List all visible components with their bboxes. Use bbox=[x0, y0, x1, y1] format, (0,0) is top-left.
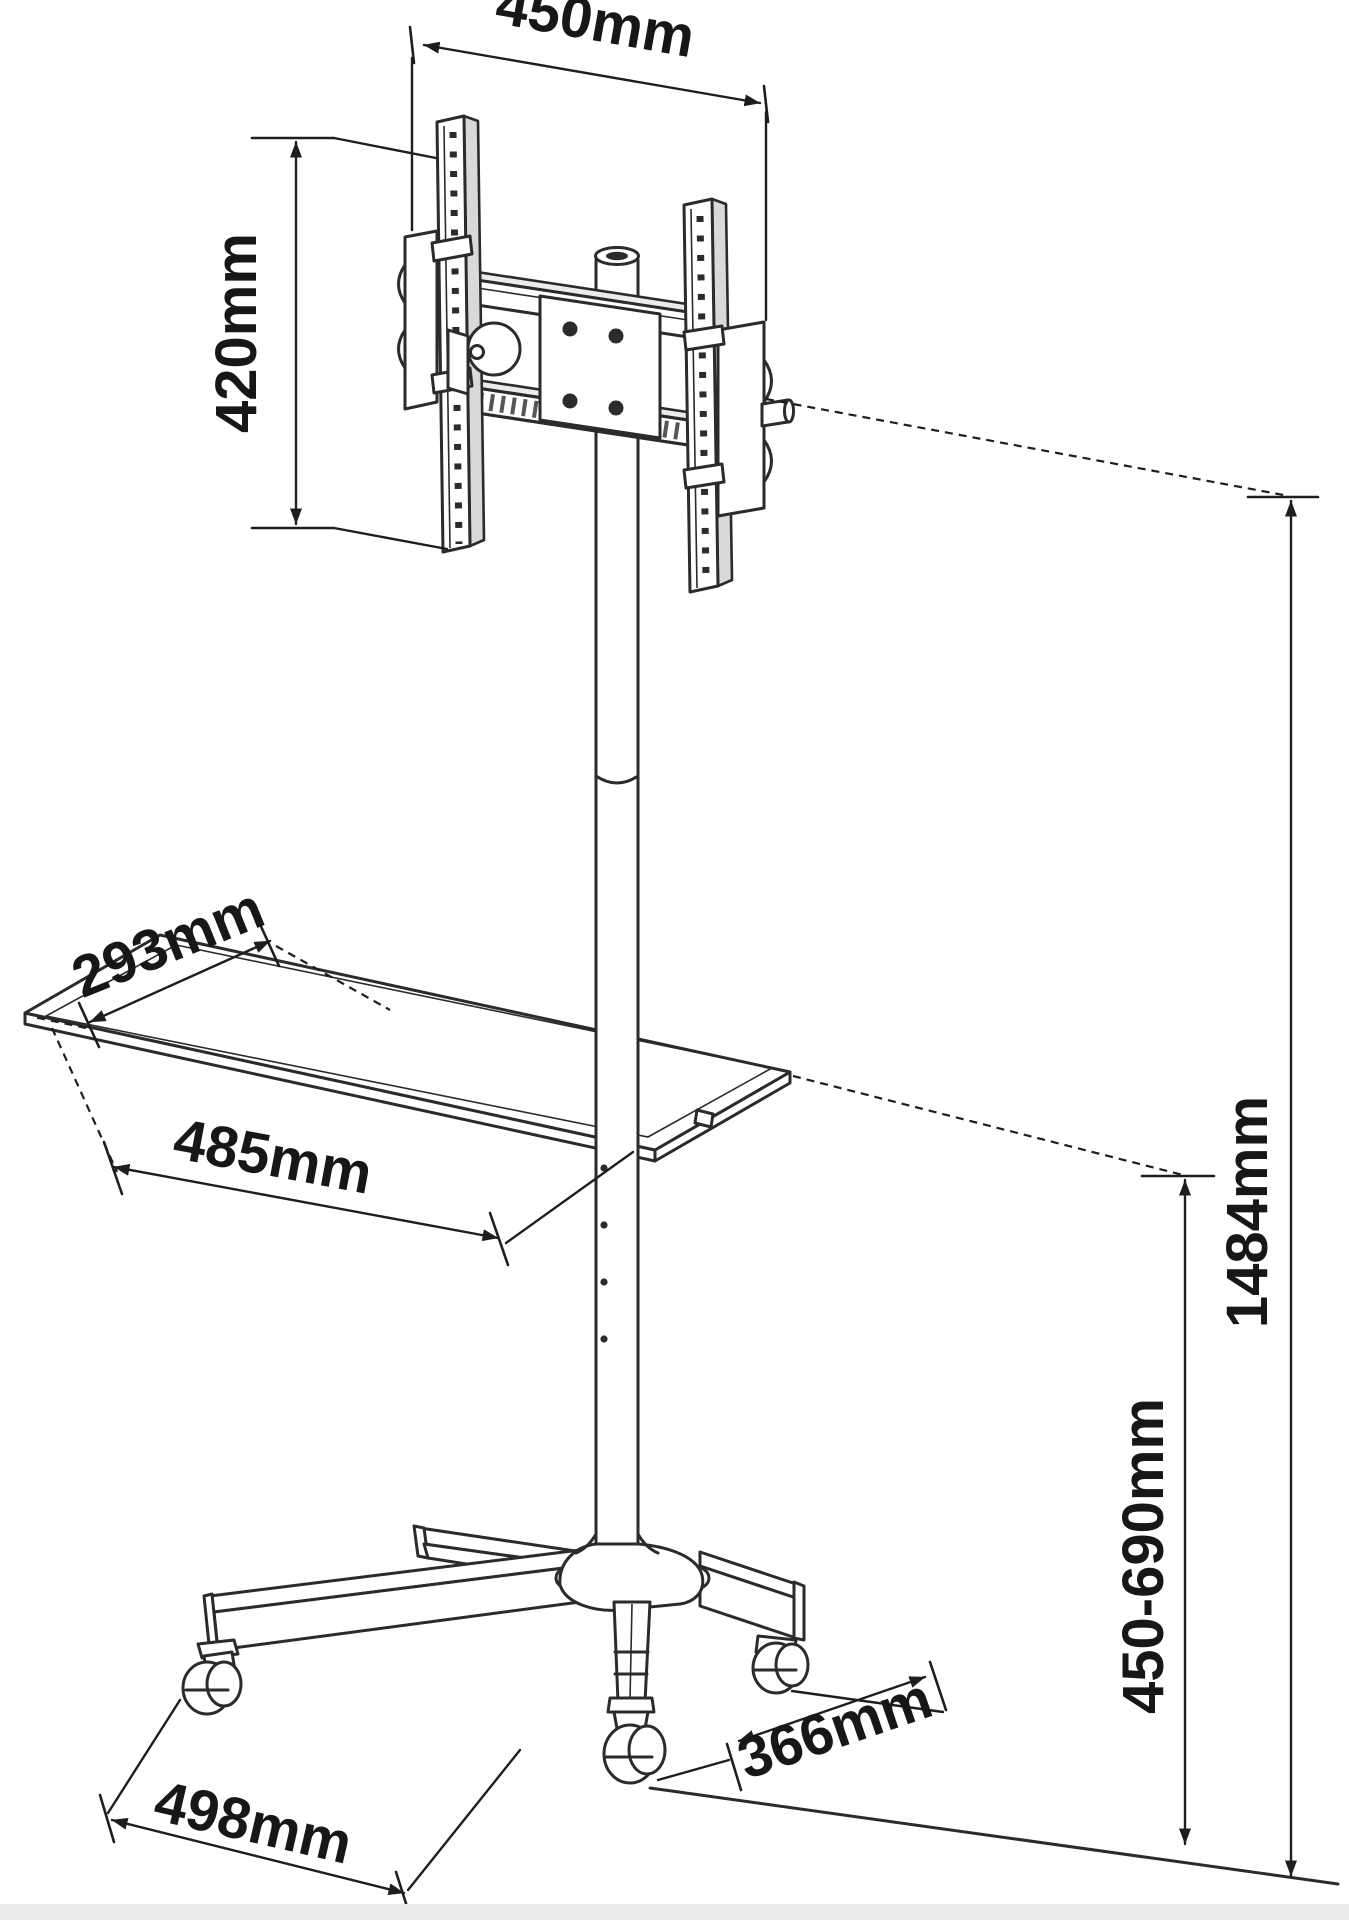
dim-adjustable-height: 450-690mm bbox=[792, 1074, 1216, 1846]
pole bbox=[594, 246, 640, 1562]
rail-slot-holes bbox=[696, 215, 710, 579]
shelf-inner-rim bbox=[43, 944, 775, 1138]
plate-hole bbox=[608, 400, 624, 416]
floor-line bbox=[648, 1786, 1340, 1886]
caster-front bbox=[602, 1696, 667, 1785]
height-adjust-hole bbox=[600, 1221, 608, 1229]
base-hub bbox=[554, 1532, 711, 1612]
dim-base-front-width: 498mm bbox=[98, 1698, 522, 1918]
caster-left bbox=[181, 1638, 243, 1716]
plate-hole bbox=[562, 321, 578, 337]
dim-label-adjustable-height: 450-690mm bbox=[1111, 1398, 1176, 1714]
pole-top-hole bbox=[606, 251, 628, 261]
plate-hole bbox=[608, 328, 624, 344]
height-adjust-hole bbox=[600, 1278, 608, 1286]
base-front-leg bbox=[612, 1600, 652, 1704]
dim-label-mount-width: 450mm bbox=[491, 0, 699, 70]
tilt-knob bbox=[466, 321, 522, 377]
right-bracket bbox=[682, 320, 795, 518]
base bbox=[181, 1524, 1340, 1886]
tv-mount bbox=[397, 114, 795, 594]
pole-joint-collar bbox=[594, 774, 640, 785]
height-adjust-hole bbox=[600, 1164, 608, 1172]
base-right-leg bbox=[698, 1550, 806, 1642]
left-bracket bbox=[397, 229, 522, 411]
shelf-clamp-tab bbox=[693, 1108, 715, 1129]
dim-label-mount-height: 420mm bbox=[204, 233, 269, 433]
base-left-leg bbox=[202, 1548, 582, 1656]
caster-right bbox=[751, 1634, 810, 1695]
plate-hole bbox=[562, 393, 578, 409]
dim-total-height: 1484mm bbox=[765, 397, 1320, 1878]
dim-label-base-front-width: 498mm bbox=[149, 1768, 358, 1876]
dim-label-shelf-width: 485mm bbox=[169, 1106, 377, 1206]
height-adjust-hole bbox=[600, 1335, 608, 1343]
page-edge-strip bbox=[0, 1904, 1349, 1920]
center-plate bbox=[538, 294, 662, 440]
dim-mount-height: 420mm bbox=[204, 136, 449, 551]
pole-body bbox=[596, 262, 638, 1562]
dim-label-total-height: 1484mm bbox=[1215, 1096, 1280, 1328]
